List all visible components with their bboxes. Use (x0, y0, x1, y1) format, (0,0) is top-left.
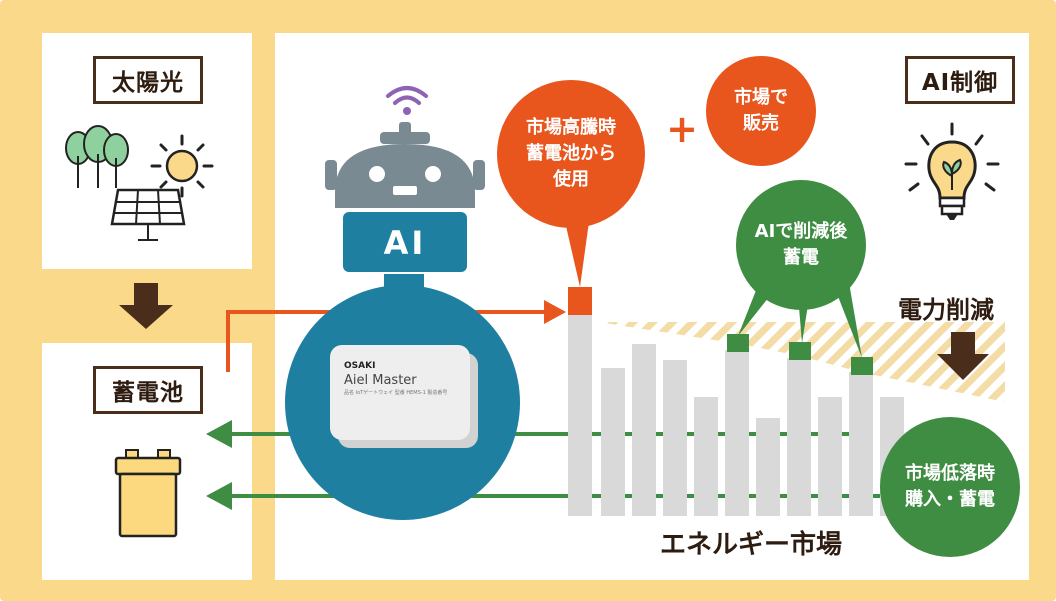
lightbulb-icon (904, 122, 1000, 220)
charge-marker (789, 342, 811, 360)
down-arrow-icon (119, 283, 173, 329)
market-bar (663, 360, 687, 516)
aiel-master-device: OSAKI Aiel Master 品名 IoTゲートウェイ 型番 HEMS-1… (330, 345, 470, 440)
sell-high-bubble: 市場高騰時 蓄電池から 使用 (497, 80, 645, 228)
robot-icon (325, 122, 485, 272)
wifi-icon (386, 86, 428, 115)
battery-icon (114, 449, 182, 538)
reduction-down-arrow-icon (937, 332, 989, 380)
device-label: OSAKI Aiel Master 品名 IoTゲートウェイ 型番 HEMS-1… (344, 361, 447, 396)
battery-label: 蓄電池 (93, 366, 203, 414)
market-bar (601, 368, 625, 516)
plus-icon: + (666, 107, 698, 152)
market-bar (849, 372, 873, 516)
market-bar (725, 350, 749, 516)
robot-face-label: AI (383, 224, 427, 262)
device-brand: OSAKI (344, 361, 376, 371)
peak-marker (568, 287, 592, 315)
trees-icon (65, 125, 129, 188)
market-bar (818, 397, 842, 516)
power-reduction-label: 電力削減 (898, 296, 994, 324)
energy-market-label: エネルギー市場 (660, 530, 843, 560)
charge-marker (727, 334, 749, 352)
buy-low-bubble: 市場低落時 購入・蓄電 (880, 417, 1020, 557)
market-bar (694, 397, 718, 516)
charge-marker (851, 357, 873, 375)
ai-control-label: AI制御 (905, 56, 1015, 104)
device-sub: 品名 IoTゲートウェイ 型番 HEMS-1 製造番号 (344, 389, 448, 396)
market-bar (787, 358, 811, 516)
ai-charge-bubble: AIで削減後 蓄電 (736, 180, 866, 310)
solar-panel-icon (110, 188, 186, 241)
solar-label: 太陽光 (93, 56, 203, 104)
sell-market-bubble: 市場で 販売 (706, 56, 816, 166)
market-bar (568, 314, 592, 516)
market-bar (756, 418, 780, 516)
device-name: Aiel Master (344, 372, 417, 388)
sun-icon (150, 134, 214, 198)
market-bar (632, 344, 656, 516)
